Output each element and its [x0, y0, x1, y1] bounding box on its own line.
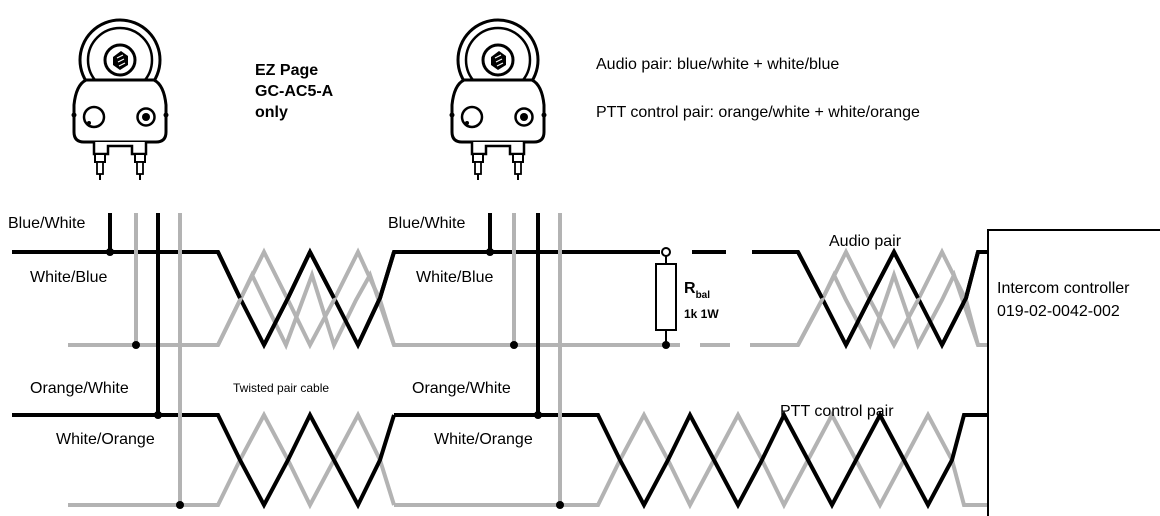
label-white-blue-2: White/Blue [416, 269, 493, 286]
audio-pair-label: Audio pair [829, 233, 902, 250]
ptt-pair-white-orange-wire [68, 410, 988, 510]
label-orange-white-1: Orange/White [30, 380, 129, 397]
product-note-line3: only [255, 104, 288, 121]
label-blue-white-1: Blue/White [8, 215, 85, 232]
intercom-controller-box [987, 229, 1160, 516]
speaker-station-icon [448, 18, 548, 182]
resistor-value: 1k 1W [684, 307, 719, 321]
label-white-orange-2: White/Orange [434, 431, 533, 448]
balance-resistor [655, 247, 677, 349]
ptt-pair-label: PTT control pair [780, 403, 894, 420]
controller-name: Intercom controller [997, 280, 1130, 297]
label-blue-white-2: Blue/White [388, 215, 465, 232]
speaker-station-icon [70, 18, 170, 182]
label-orange-white-2: Orange/White [412, 380, 511, 397]
resistor-name: Rbal [684, 280, 710, 301]
product-note-line2: GC-AC5-A [255, 83, 334, 100]
product-note-line1: EZ Page [255, 62, 318, 79]
label-white-orange-1: White/Orange [56, 431, 155, 448]
cable-label: Twisted pair cable [233, 381, 329, 395]
label-white-blue-1: White/Blue [30, 269, 107, 286]
audio-pair-info: Audio pair: blue/white + white/blue [596, 56, 839, 73]
ptt-pair-info: PTT control pair: orange/white + white/o… [596, 104, 920, 121]
controller-part-number: 019-02-0042-002 [997, 303, 1120, 320]
ptt-pair-orange-white-wire [12, 410, 988, 510]
